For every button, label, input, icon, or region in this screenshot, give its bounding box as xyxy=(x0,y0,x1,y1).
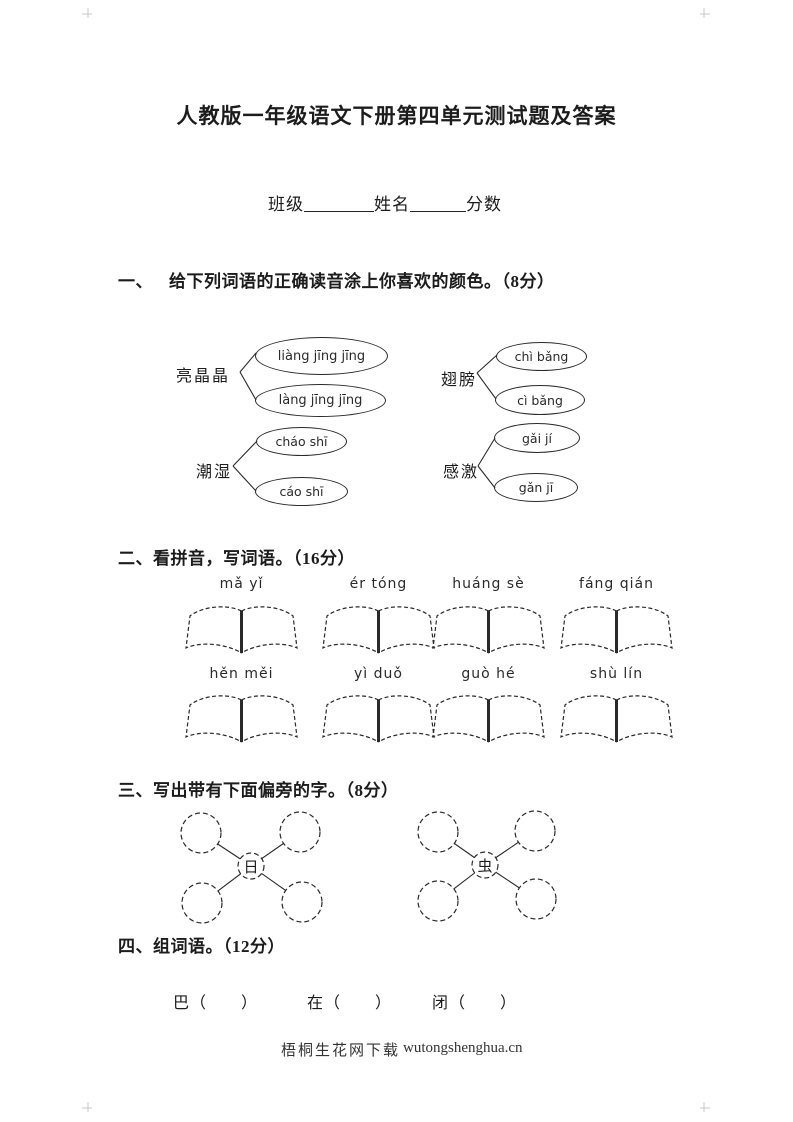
pinyin-fangqian: fáng qián xyxy=(579,576,654,592)
answer-book-r2c3[interactable] xyxy=(432,695,545,743)
pinyin-henmei: hěn měi xyxy=(209,666,274,682)
pinyin-option: liàng jīng jīng xyxy=(277,348,366,364)
radical-center-circle xyxy=(237,852,265,880)
section2-heading: 二、看拼音，写词语。（16分） xyxy=(118,544,355,569)
radical-center-circle xyxy=(471,851,499,879)
word-item-bi[interactable]: 闭（ ） xyxy=(432,995,518,1012)
pronunciation-oval-lang[interactable]: làng jīng jīng xyxy=(255,384,386,417)
answer-book-r2c4[interactable] xyxy=(560,695,673,743)
pinyin-option: gǎn jī xyxy=(518,480,554,495)
write-circle[interactable] xyxy=(417,880,459,922)
radical-ri: 日 xyxy=(243,859,259,876)
page-title: 人教版一年级语文下册第四单元测试题及答案 xyxy=(176,104,617,128)
word-label-chibang: 翅膀 xyxy=(441,372,478,389)
write-circle[interactable] xyxy=(417,811,459,853)
score-label: 分数 xyxy=(466,195,502,214)
pinyin-option: cáo shī xyxy=(279,484,324,499)
answer-books xyxy=(185,606,673,743)
pronunciation-oval-cao[interactable]: cáo shī xyxy=(255,477,348,506)
section4-number: 四、 xyxy=(118,937,153,956)
pronunciation-connector-lines xyxy=(232,352,498,492)
section4-text: 组词语。（12分） xyxy=(153,937,285,956)
footer-site-name: 梧桐生花网下载 xyxy=(281,1043,401,1059)
pronunciation-oval-chao[interactable]: cháo shī xyxy=(256,427,347,456)
pinyin-mayi: mǎ yǐ xyxy=(219,576,264,592)
section1-number: 一、 xyxy=(118,272,153,291)
class-blank-field[interactable] xyxy=(304,195,374,212)
write-circle[interactable] xyxy=(180,812,222,854)
answer-book-r1c1[interactable] xyxy=(185,606,298,654)
pinyin-option: làng jīng jīng xyxy=(278,393,363,408)
answer-book-r2c1[interactable] xyxy=(185,695,298,743)
pinyin-option: chì bǎng xyxy=(514,349,569,364)
pronunciation-oval-chi[interactable]: chì bǎng xyxy=(496,342,587,371)
write-circle[interactable] xyxy=(181,882,223,924)
section2-number: 二、 xyxy=(118,549,153,568)
answer-book-r1c4[interactable] xyxy=(560,606,673,654)
word-label-liangjingjing: 亮晶晶 xyxy=(176,368,231,385)
name-blank-field[interactable] xyxy=(410,195,466,212)
pinyin-option: cháo shī xyxy=(275,434,328,449)
class-label: 班级 xyxy=(268,195,304,214)
word-label-ganji: 感激 xyxy=(443,464,480,481)
section3-heading: 三、写出带有下面偏旁的字。（8分） xyxy=(118,776,399,801)
pinyin-option: cì bǎng xyxy=(517,392,563,408)
section4-heading: 四、组词语。（12分） xyxy=(118,932,285,957)
radical-diagram-left xyxy=(180,811,323,924)
pinyin-shulin: shù lín xyxy=(589,666,644,682)
write-circle[interactable] xyxy=(515,878,557,920)
section3-number: 三、 xyxy=(118,781,153,800)
radical-diagram-right xyxy=(417,810,557,922)
write-circle[interactable] xyxy=(514,810,556,852)
pronunciation-oval-ci[interactable]: cì bǎng xyxy=(495,385,585,415)
section3-text: 写出带有下面偏旁的字。（8分） xyxy=(153,781,399,800)
word-item-ba[interactable]: 巴（ ） xyxy=(173,995,259,1012)
pronunciation-oval-liang[interactable]: liàng jīng jīng xyxy=(255,337,388,375)
section2-text: 看拼音，写词语。（16分） xyxy=(153,549,355,568)
footer-site-url: wutongshenghua.cn xyxy=(403,1040,523,1056)
pinyin-yiduo: yì duǒ xyxy=(354,666,403,682)
answer-book-r1c2[interactable] xyxy=(322,606,435,654)
pinyin-option: gǎi jí xyxy=(522,430,552,446)
pinyin-huangse: huáng sè xyxy=(452,576,525,592)
section1-heading: 一、给下列词语的正确读音涂上你喜欢的颜色。（8分） xyxy=(118,267,555,292)
write-circle[interactable] xyxy=(281,881,323,923)
answer-book-r2c2[interactable] xyxy=(322,695,435,743)
answer-book-r1c3[interactable] xyxy=(432,606,545,654)
section1-text: 给下列词语的正确读音涂上你喜欢的颜色。（8分） xyxy=(169,272,555,291)
pinyin-ertong: ér tóng xyxy=(349,576,408,592)
word-label-chaoshi: 潮湿 xyxy=(196,464,233,481)
pronunciation-oval-gai[interactable]: gǎi jí xyxy=(494,423,580,453)
pronunciation-oval-gan[interactable]: gǎn jī xyxy=(494,473,578,502)
pinyin-guohe: guò hé xyxy=(461,666,516,682)
student-info-line: 班级 姓名 分数 xyxy=(268,190,502,215)
radical-chong: 虫 xyxy=(477,858,493,875)
crop-marks xyxy=(82,8,710,1112)
name-label: 姓名 xyxy=(374,195,410,214)
word-item-zai[interactable]: 在（ ） xyxy=(307,995,393,1012)
write-circle[interactable] xyxy=(279,811,321,853)
